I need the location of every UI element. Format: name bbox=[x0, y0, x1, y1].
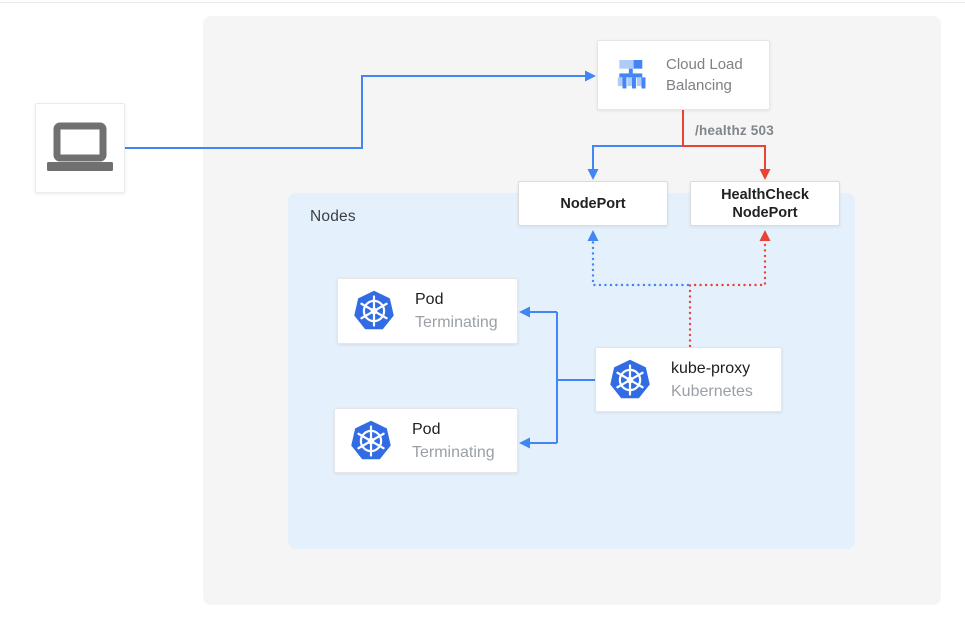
kube-proxy-subtitle: Kubernetes bbox=[671, 382, 753, 400]
arrow-into-pod-1 bbox=[519, 306, 530, 318]
pod-status: Terminating bbox=[412, 443, 495, 461]
top-divider bbox=[0, 2, 965, 3]
kubernetes-icon bbox=[608, 358, 652, 402]
client-device-box bbox=[35, 103, 125, 193]
cloud-load-balancing-label: Cloud Load Balancing bbox=[666, 56, 743, 94]
pod-box-2: Pod Terminating bbox=[334, 408, 518, 473]
arrow-into-nodeport bbox=[587, 169, 599, 180]
pod-box-1: Pod Terminating bbox=[337, 278, 518, 344]
kube-proxy-title: kube-proxy bbox=[671, 359, 751, 377]
connector-kubeproxy-to-nodeport bbox=[591, 239, 690, 287]
nodes-label: Nodes bbox=[310, 208, 356, 225]
connector-kubeproxy-to-healthcheck bbox=[688, 239, 767, 348]
laptop-icon bbox=[44, 122, 116, 174]
load-balancer-icon bbox=[613, 56, 651, 94]
connector-kubeproxy-to-pods bbox=[530, 311, 595, 444]
pod-title: Pod bbox=[412, 420, 441, 438]
arrow-into-pod-2 bbox=[519, 437, 530, 449]
nodeport-box: NodePort bbox=[518, 181, 668, 226]
healthcheck-nodeport-label: HealthCheck NodePort bbox=[721, 186, 809, 221]
kube-proxy-box: kube-proxy Kubernetes bbox=[595, 347, 782, 412]
connector-client-to-loadbalancer bbox=[125, 75, 585, 149]
nodeport-label: NodePort bbox=[560, 195, 626, 212]
pod-status: Terminating bbox=[415, 314, 498, 331]
arrow-up-into-healthcheck-nodeport bbox=[759, 230, 771, 241]
kubernetes-icon bbox=[352, 289, 396, 333]
connector-loadbalancer-to-healthcheck bbox=[682, 110, 766, 169]
connector-loadbalancer-to-nodeport bbox=[592, 145, 683, 169]
healthcheck-nodeport-box: HealthCheck NodePort bbox=[690, 181, 840, 226]
kubernetes-icon bbox=[349, 419, 393, 463]
cloud-load-balancing-box: Cloud Load Balancing bbox=[597, 40, 770, 110]
arrow-into-healthcheck-nodeport bbox=[759, 169, 771, 180]
pod-title: Pod bbox=[415, 291, 444, 308]
arrow-into-loadbalancer bbox=[585, 70, 596, 82]
arrow-up-into-nodeport bbox=[587, 230, 599, 241]
healthz-status-label: /healthz 503 bbox=[695, 123, 774, 138]
